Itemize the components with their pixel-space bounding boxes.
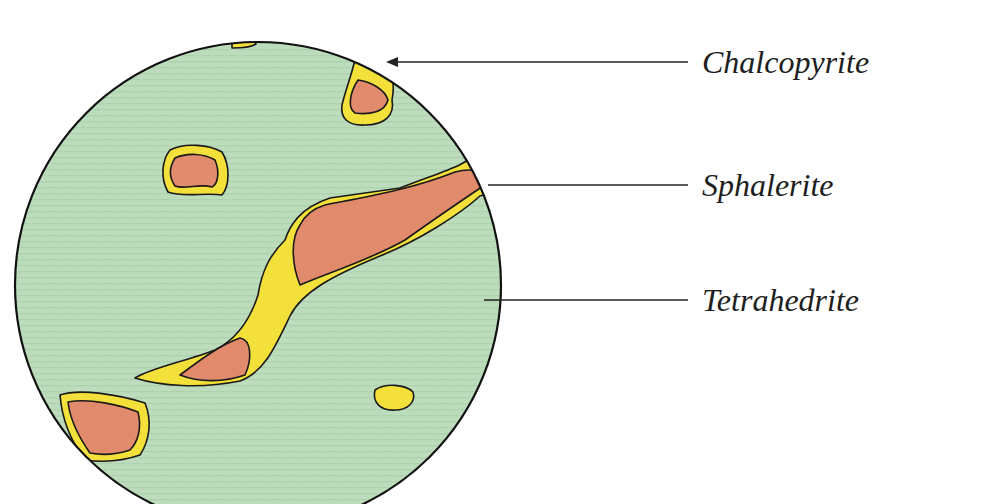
sphalerite-grain <box>170 154 217 187</box>
leader-line <box>488 184 688 186</box>
chalcopyrite-grain <box>374 385 413 410</box>
mineral-label: Tetrahedrite <box>702 284 859 316</box>
sphalerite-grain <box>180 338 250 381</box>
sphalerite-grain <box>350 80 388 114</box>
field-outline <box>15 42 501 504</box>
leader-arrowhead <box>386 57 398 67</box>
chalcopyrite-vein <box>135 150 505 386</box>
chalcopyrite-rim <box>163 145 228 195</box>
mineral-label: Sphalerite <box>702 169 834 201</box>
chalcopyrite-rim <box>60 392 149 461</box>
tetrahedrite-ground <box>15 42 501 504</box>
leader-line <box>392 61 688 63</box>
sphalerite-grain <box>293 170 492 285</box>
leader-line <box>484 299 688 301</box>
sphalerite-grain <box>68 401 140 454</box>
mineral-label: Chalcopyrite <box>702 46 869 78</box>
